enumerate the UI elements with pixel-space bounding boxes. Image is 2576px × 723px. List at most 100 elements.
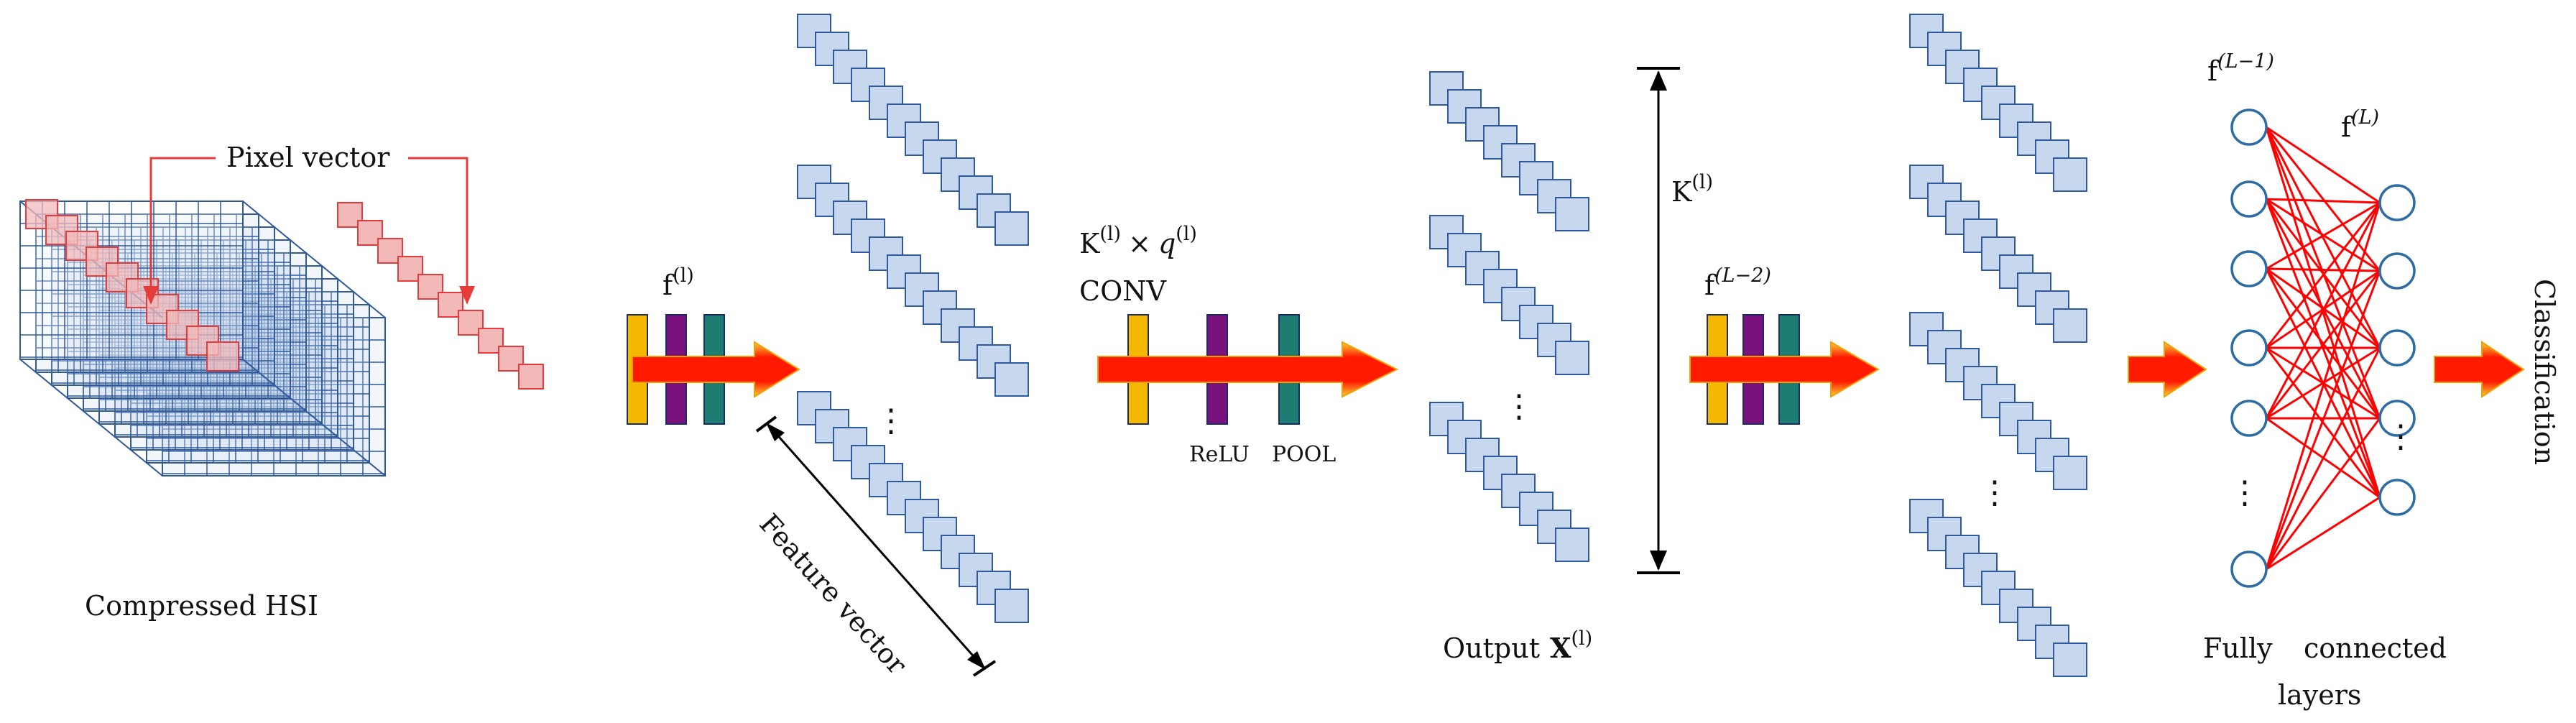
feature-vector <box>797 391 1029 623</box>
feature-vector-column-3 <box>1909 14 2087 677</box>
feature-cell <box>2053 643 2087 677</box>
ellipsis-features-2: ⋮ <box>1503 388 1535 425</box>
f-L2-label: f(L−2) <box>1704 264 1771 301</box>
feature-cell <box>994 589 1029 623</box>
feature-cell <box>1555 197 1589 231</box>
feature-cell <box>1501 287 1536 321</box>
feature-vector <box>1429 402 1589 562</box>
fc-node-layer-L <box>2378 400 2416 437</box>
feature-cell <box>1555 341 1589 375</box>
feature-cell <box>994 362 1029 397</box>
feature-cell <box>869 86 903 120</box>
feature-cell <box>851 68 885 102</box>
conv-label: CONV <box>1079 275 1166 307</box>
fc-edge <box>2266 496 2381 571</box>
pixel-vector-callout <box>143 157 475 305</box>
fc-edge <box>2265 270 2381 419</box>
feature-vector <box>1909 14 2087 192</box>
fc-node-layer-L-1 <box>2230 551 2268 588</box>
fc-edge <box>2265 418 2381 570</box>
fully-connected-nodes <box>2230 109 2416 588</box>
feature-cell <box>1999 589 2033 623</box>
fc-node-layer-L <box>2378 252 2416 290</box>
feature-vector <box>1429 71 1589 231</box>
pixel-vector-in-cube <box>25 199 239 372</box>
f-L-label: f(L) <box>2341 106 2379 143</box>
pixel-cell <box>458 310 484 336</box>
pixel-cell <box>518 364 544 390</box>
fc-edge <box>2265 126 2381 272</box>
arrow-1 <box>632 341 800 398</box>
layers-label: layers <box>2278 679 2361 711</box>
feature-cell <box>994 211 1029 246</box>
fc-node-layer-L-1 <box>2230 109 2268 146</box>
feature-cell <box>2053 456 2087 490</box>
arrow-2 <box>1097 341 1399 398</box>
fully-connected-edges <box>2265 126 2381 571</box>
arrow-3 <box>1689 341 1880 398</box>
fc-node-layer-L-1 <box>2230 400 2268 437</box>
cube-edge <box>242 359 386 476</box>
fc-edge <box>2266 126 2381 204</box>
feature-cell <box>1519 492 1554 526</box>
callout-arrowhead-left <box>143 286 159 305</box>
feature-vector <box>1909 499 2087 677</box>
feature-vector <box>1909 165 2087 343</box>
feature-cell <box>941 535 975 569</box>
fc-edge <box>2266 198 2381 204</box>
feature-vector <box>1429 215 1589 375</box>
fc-edge <box>2266 201 2381 270</box>
feature-vector-column-1 <box>797 14 1029 623</box>
conv-size-label: K(l)×q(l) <box>1079 223 1197 259</box>
feature-cell <box>2053 157 2087 192</box>
feature-cell <box>1999 103 2033 138</box>
fc-node-layer-L <box>2378 184 2416 221</box>
pixel-vector-column <box>337 202 544 390</box>
fc-edge <box>2265 270 2381 570</box>
f-l-label-1: f(l) <box>663 264 694 301</box>
pixel-vector-label: Pixel vector <box>226 142 390 173</box>
relu-label: ReLU <box>1189 442 1250 467</box>
connected-label: connected <box>2304 632 2447 664</box>
arrow-4 <box>2128 341 2207 398</box>
compressed-hsi-cube <box>19 199 386 476</box>
fc-edge <box>2265 202 2381 419</box>
fc-edge <box>2265 126 2381 349</box>
feature-vector <box>797 14 1029 246</box>
ellipsis-fc-1: ⋮ <box>2229 474 2261 511</box>
classification-label: Classification <box>2529 279 2560 465</box>
feature-cell <box>1447 89 1482 124</box>
feature-cell <box>923 290 957 325</box>
fc-edge <box>2265 202 2381 570</box>
feature-cell <box>2053 308 2087 343</box>
cube-edge <box>242 201 386 318</box>
pool-label: POOL <box>1272 442 1336 467</box>
k-dimension-line <box>1637 67 1680 574</box>
fc-node-layer-L-1 <box>2230 180 2268 218</box>
feature-vector-label: Feature vector <box>753 508 913 681</box>
callout-arrowhead-right <box>459 286 475 305</box>
ellipsis-features-3: ⋮ <box>1979 474 2011 511</box>
feature-cell <box>1945 201 1980 235</box>
feature-vector-dimension <box>755 415 997 677</box>
k-l-label: K(l) <box>1671 171 1713 208</box>
fc-edge <box>2266 267 2381 272</box>
arrow-5 <box>2434 341 2525 398</box>
fc-edge <box>2265 202 2381 349</box>
feature-cell <box>1555 528 1589 562</box>
fc-node-layer-L-1 <box>2230 329 2268 367</box>
cube-edge <box>19 359 163 476</box>
feature-vector <box>797 165 1029 397</box>
fc-edge <box>2265 347 2381 570</box>
feature-vector <box>1909 312 2087 490</box>
ellipsis-fc-2: ⋮ <box>2385 418 2416 455</box>
feature-cell <box>1465 438 1500 472</box>
fc-node-layer-L-1 <box>2230 250 2268 287</box>
fc-node-layer-L <box>2378 329 2416 367</box>
output-feature-column <box>1429 71 1589 562</box>
fully-label: Fully <box>2203 632 2273 664</box>
fc-node-layer-L <box>2378 479 2416 516</box>
compressed-hsi-label: Compressed HSI <box>85 590 318 622</box>
